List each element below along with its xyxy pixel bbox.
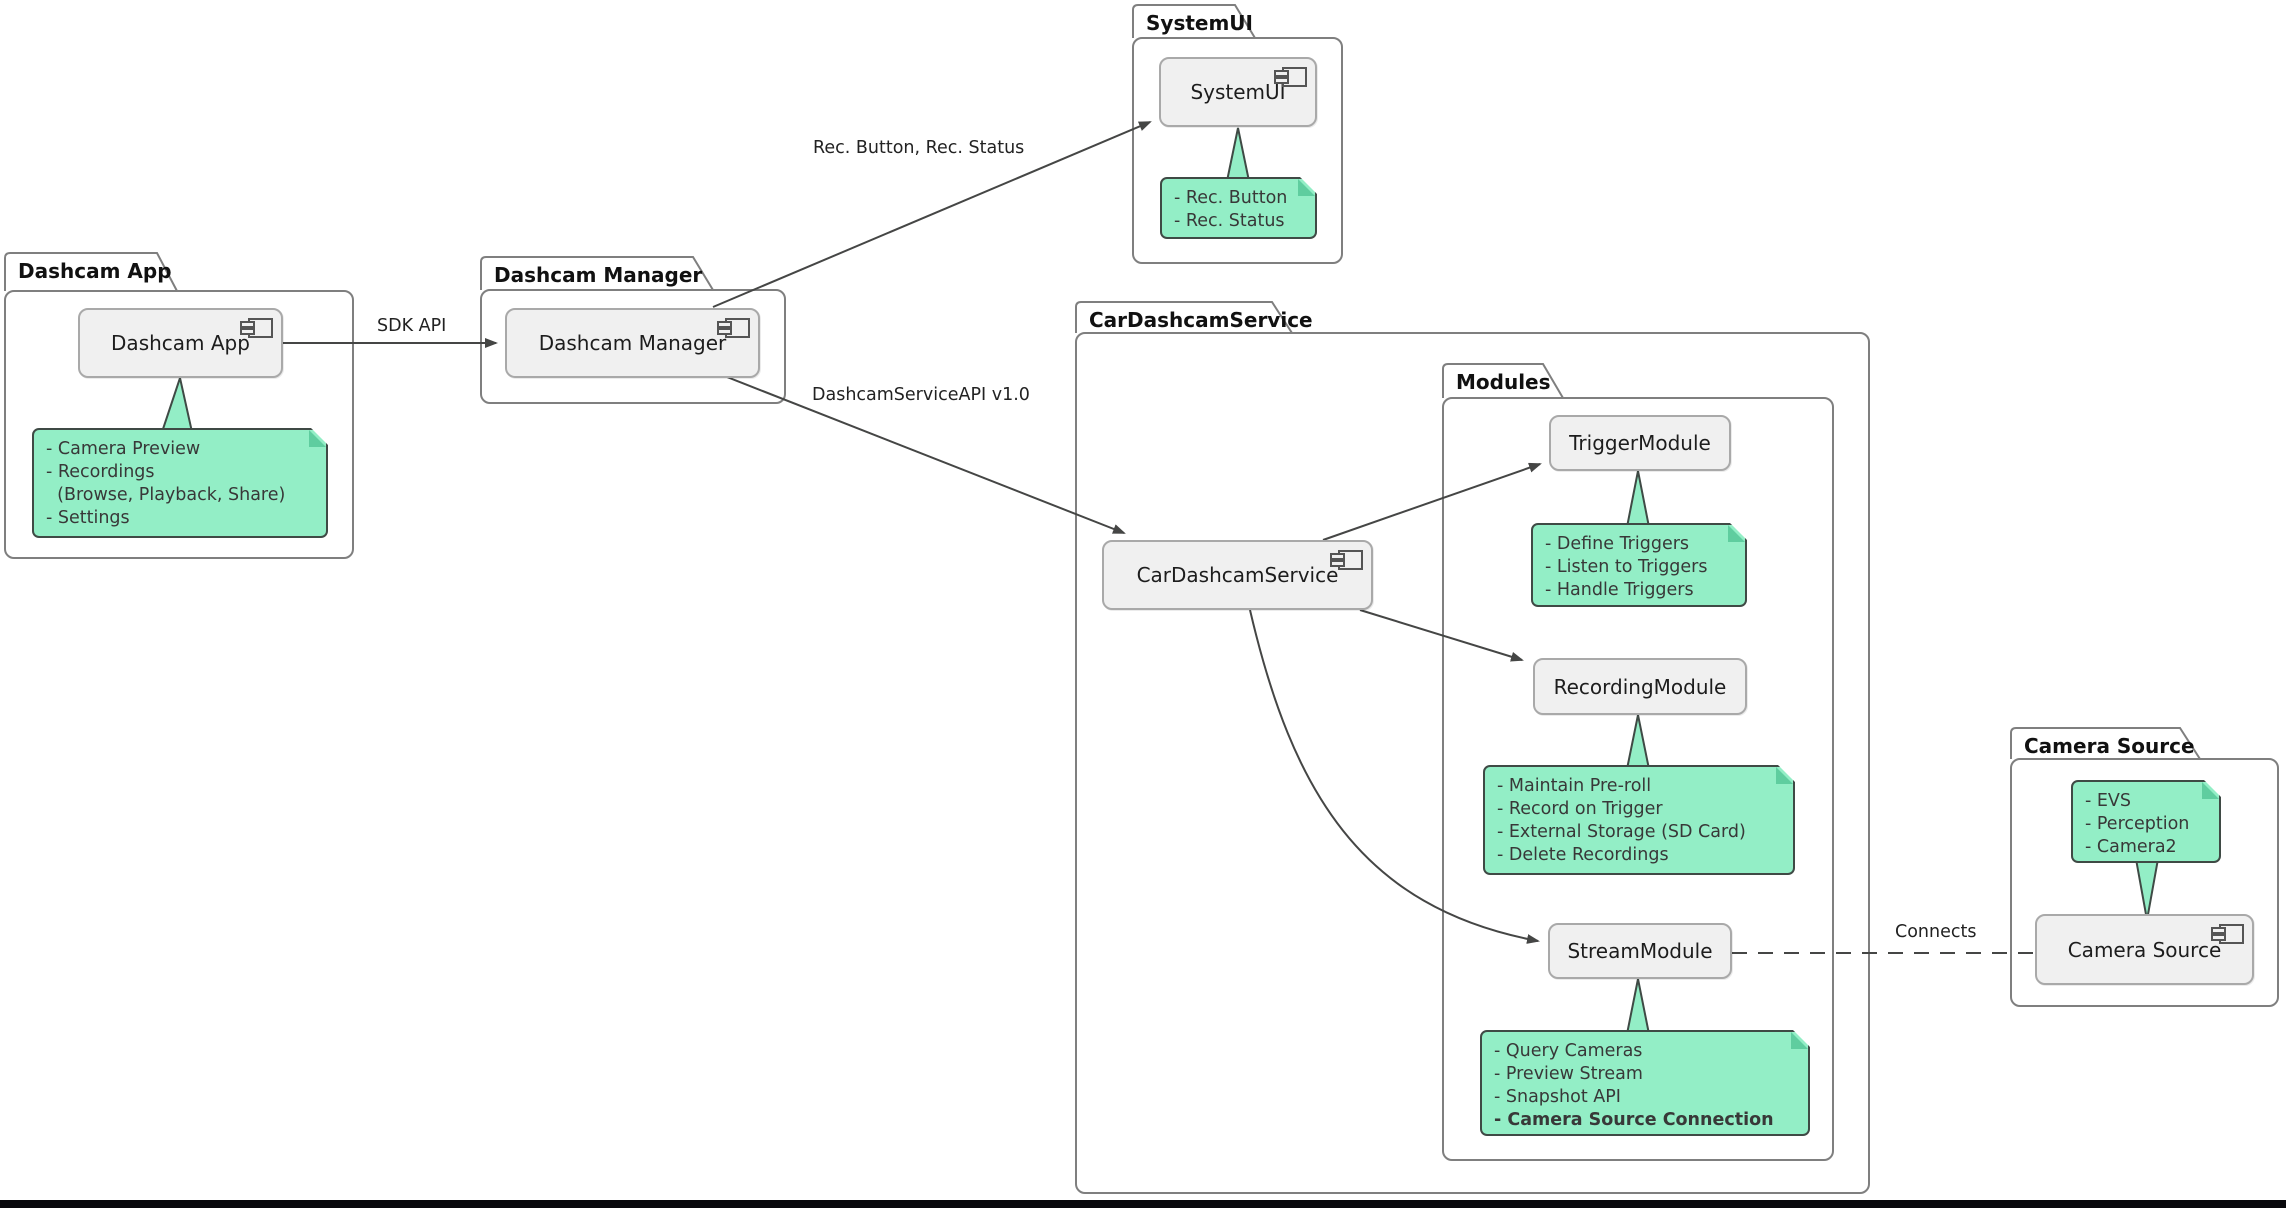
component-icon [240,318,273,338]
note-line: - Camera Source Connection [1494,1110,1774,1130]
component-systemui: SystemUI [1159,57,1317,127]
package-title-camera-source: Camera Source [2024,734,2195,758]
component-label: TriggerModule [1569,431,1711,455]
bottom-black-bar [0,1200,2286,1208]
note-line: - Rec. Button [1174,188,1288,208]
note-line: (Browse, Playback, Share) [46,485,286,505]
edge-label-sdk-api: SDK API [377,316,447,336]
component-label: Camera Source [2067,937,2222,962]
note-line: - Delete Recordings [1497,845,1669,865]
component-trigger-module: TriggerModule [1549,415,1731,471]
edge-service-to-recording [1359,609,1524,662]
package-tab-cardashcamservice [1075,301,1293,334]
note-line: - External Storage (SD Card) [1497,822,1746,842]
note-line: - EVS [2085,791,2132,811]
package-tab-camera-source [2010,727,2201,760]
package-title-dashcam-manager: Dashcam Manager [494,263,703,287]
edge-service-to-stream [1249,609,1540,944]
component-icon [1274,67,1307,87]
package-title-cardashcamservice: CarDashcamService [1089,308,1313,332]
note-stream-module: - Query Cameras - Preview Stream - Snaps… [1480,1030,1810,1136]
note-line: - Record on Trigger [1497,799,1663,819]
package-tab-dashcam-app [4,252,178,292]
component-label: StreamModule [1567,939,1713,963]
package-title-systemui: SystemUI [1146,11,1253,35]
note-recording-module: - Maintain Pre-roll - Record on Trigger … [1483,765,1795,875]
component-cardashcamservice: CarDashcamService [1102,540,1373,610]
package-tab-dashcam-manager [480,256,714,291]
note-line: - Preview Stream [1494,1064,1643,1084]
component-label: Dashcam Manager [538,331,727,355]
component-label: SystemUI [1190,80,1286,104]
note-line: - Listen to Triggers [1545,557,1708,577]
edge-label-connects: Connects [1895,922,1977,942]
component-label: RecordingModule [1553,674,1727,699]
component-icon [717,318,750,338]
package-title-dashcam-app: Dashcam App [18,259,172,283]
component-icon [1330,550,1363,570]
note-trigger-module: - Define Triggers - Listen to Triggers -… [1531,523,1747,607]
component-stream-module: StreamModule [1548,923,1732,979]
component-recording-module: RecordingModule [1533,658,1747,715]
note-line: - Handle Triggers [1545,580,1694,600]
edge-manager-to-systemui [712,121,1152,308]
note-line: - Recordings [46,462,155,482]
edge-label-dashcam-service-api: DashcamServiceAPI v1.0 [812,385,1030,405]
note-systemui: - Rec. Button - Rec. Status [1160,177,1317,239]
component-camera-source: Camera Source [2035,914,2254,985]
note-dashcam-app: - Camera Preview - Recordings (Browse, P… [32,428,328,538]
note-line: - Rec. Status [1174,211,1285,231]
edge-manager-to-service [726,376,1126,534]
note-line: - Snapshot API [1494,1087,1621,1107]
component-dashcam-manager: Dashcam Manager [505,308,760,378]
component-dashcam-app: Dashcam App [78,308,283,378]
note-line: - Maintain Pre-roll [1497,776,1652,796]
package-tab-modules [1442,363,1564,399]
package-tab-systemui [1132,4,1256,39]
note-line: - Query Cameras [1494,1041,1643,1061]
note-line: - Perception [2085,814,2190,834]
package-title-modules: Modules [1456,370,1551,394]
note-camera-source: - EVS - Perception - Camera2 [2071,780,2221,863]
component-icon [2211,924,2244,944]
note-line: - Camera Preview [46,439,201,459]
edge-service-to-trigger [1322,462,1542,541]
component-label: Dashcam App [111,331,250,355]
note-line: - Settings [46,508,130,528]
edge-label-rec-button-status: Rec. Button, Rec. Status [813,138,1025,158]
note-line: - Camera2 [2085,837,2177,857]
note-line: - Define Triggers [1545,534,1690,554]
component-label: CarDashcamService [1136,563,1339,587]
